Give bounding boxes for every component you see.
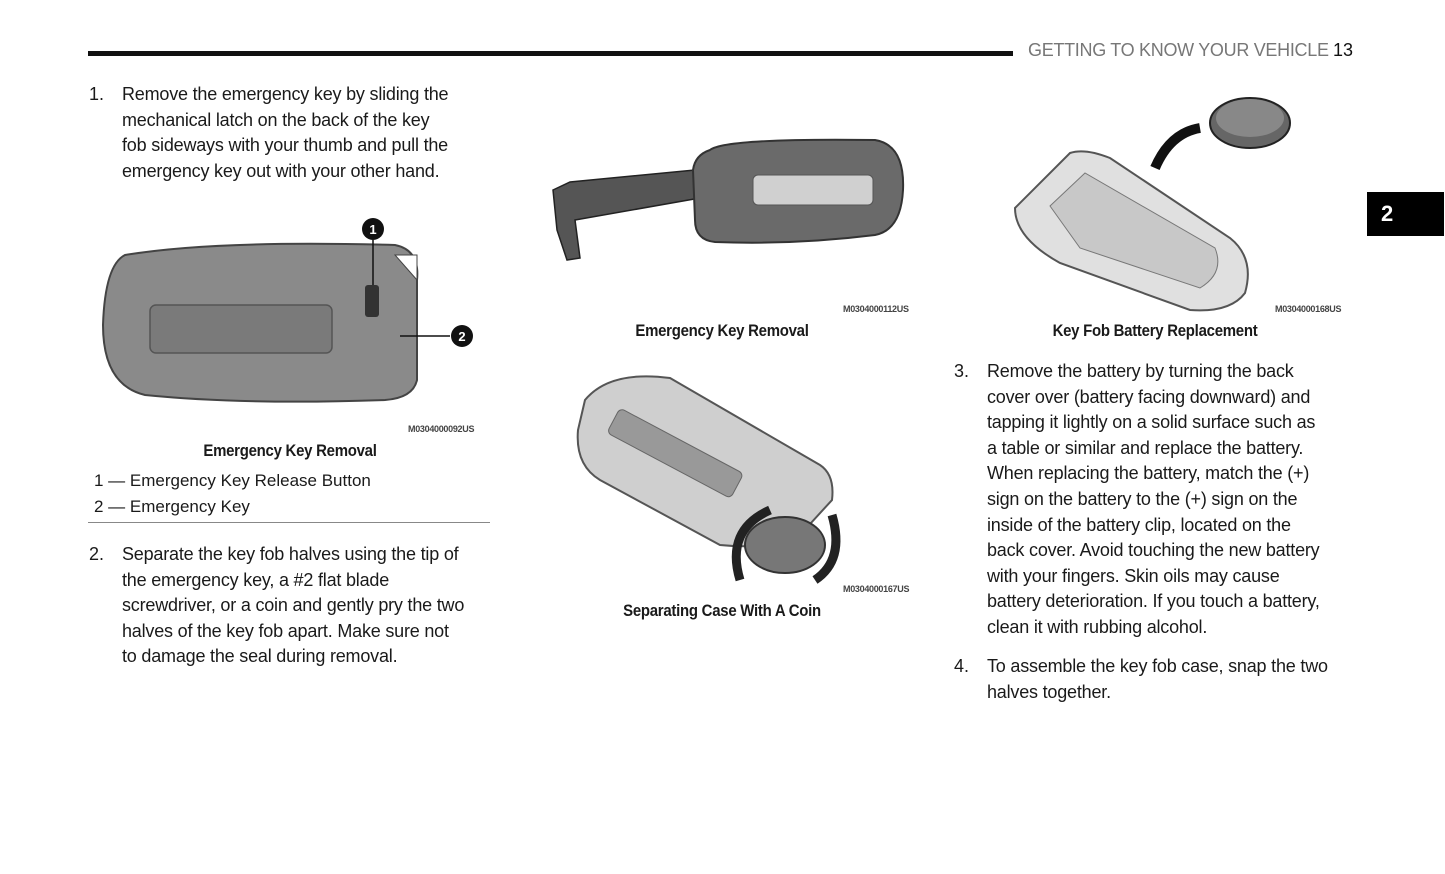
step-line: Remove the emergency key by sliding the (122, 84, 449, 104)
step-line: tapping it lightly on a solid surface su… (987, 412, 1316, 433)
key-fob-back-illustration: 1 2 (101, 218, 473, 403)
legend-item: 2 — Emergency Key (94, 497, 250, 516)
figure-caption: Separating Case With A Coin (623, 601, 821, 620)
step-line: clean it with rubbing alcohol. (987, 616, 1208, 637)
step-line: back cover. Avoid touching the new batte… (987, 540, 1320, 561)
step-line: emergency key out with your other hand. (122, 160, 440, 181)
step-number: 4. (954, 656, 970, 676)
step-line: Separate the key fob halves using the ti… (122, 544, 459, 564)
emergency-key-illustration (552, 138, 905, 261)
step-line: halves together. (987, 681, 1111, 702)
figure-code: M0304000112US (843, 304, 909, 314)
step-number: 2. (89, 544, 105, 564)
figure-code: M0304000167US (843, 584, 910, 594)
step-line: When replacing the battery, match the (+… (987, 463, 1310, 484)
legend-divider (88, 522, 490, 523)
step-line: screwdriver, or a coin and gently pry th… (122, 595, 465, 616)
step-line: to damage the seal during removal. (122, 646, 398, 667)
step-number: 1. (89, 84, 105, 104)
step-line: sign on the battery to the (+) sign on t… (987, 488, 1298, 509)
figure-code: M0304000168US (1275, 304, 1342, 314)
svg-text:2: 2 (458, 329, 465, 344)
separating-case-illustration (576, 375, 841, 584)
header-rule (88, 51, 1013, 56)
step-line: To assemble the key fob case, snap the t… (987, 656, 1328, 676)
step-line: fob sideways with your thumb and pull th… (122, 135, 448, 156)
figure-code: M0304000092US (408, 424, 475, 434)
section-title: GETTING TO KNOW YOUR VEHICLE (1028, 40, 1329, 60)
step-line: Remove the battery by turning the back (987, 361, 1294, 381)
step-line: with your fingers. Skin oils may cause (987, 565, 1280, 586)
callout-1 (362, 218, 384, 240)
step-line: inside of the battery clip, located on t… (987, 514, 1291, 535)
chapter-tab: 2 (1367, 192, 1444, 236)
figure-caption: Emergency Key Removal (635, 321, 809, 340)
callout-2 (451, 325, 473, 347)
step-line: a table or similar and replace the batte… (987, 437, 1304, 458)
svg-text:1: 1 (369, 222, 376, 237)
step-line: the emergency key, a #2 flat blade (122, 569, 390, 590)
step-number: 3. (954, 361, 970, 381)
figure-caption: Emergency Key Removal (203, 441, 377, 460)
step-line: cover over (battery facing downward) and (987, 386, 1311, 407)
legend-item: 1 — Emergency Key Release Button (94, 471, 371, 490)
figure-caption: Key Fob Battery Replacement (1052, 321, 1258, 340)
step-line: mechanical latch on the back of the key (122, 109, 430, 130)
step-line: halves of the key fob apart. Make sure n… (122, 620, 449, 641)
step-line: battery deterioration. If you touch a ba… (987, 591, 1320, 612)
page-number: 13 (1333, 40, 1354, 60)
battery-replacement-illustration (1013, 97, 1291, 312)
